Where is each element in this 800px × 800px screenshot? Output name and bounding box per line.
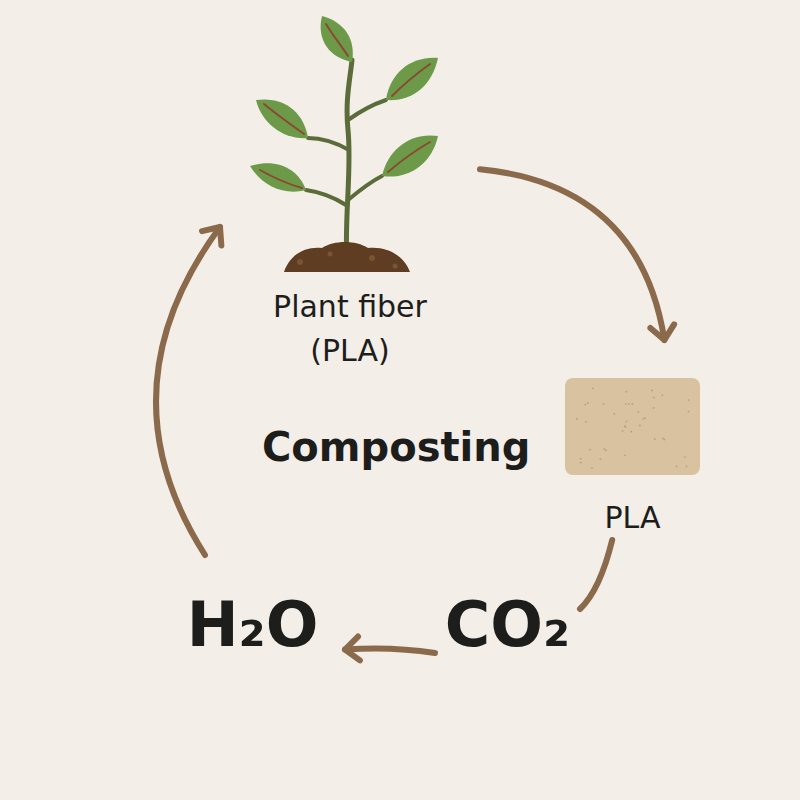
- stage-label: H₂O: [170, 587, 335, 663]
- cycle-arrow: [345, 648, 435, 653]
- stage-co2: CO₂: [435, 585, 580, 665]
- stage-plant: Plant fiber (PLA): [220, 40, 480, 380]
- center-label: Composting: [262, 424, 530, 470]
- stage-h2o: H₂O: [170, 555, 345, 665]
- stage-label: Plant fiber (PLA): [250, 285, 450, 373]
- material-block: [565, 378, 700, 475]
- cycle-arrow: [580, 540, 612, 609]
- stage-label: PLA: [560, 500, 705, 536]
- stage-pla: PLA: [560, 340, 705, 540]
- cycle-arrow: [480, 169, 664, 340]
- stage-label: CO₂: [435, 587, 580, 663]
- cycle-arrow: [156, 227, 220, 555]
